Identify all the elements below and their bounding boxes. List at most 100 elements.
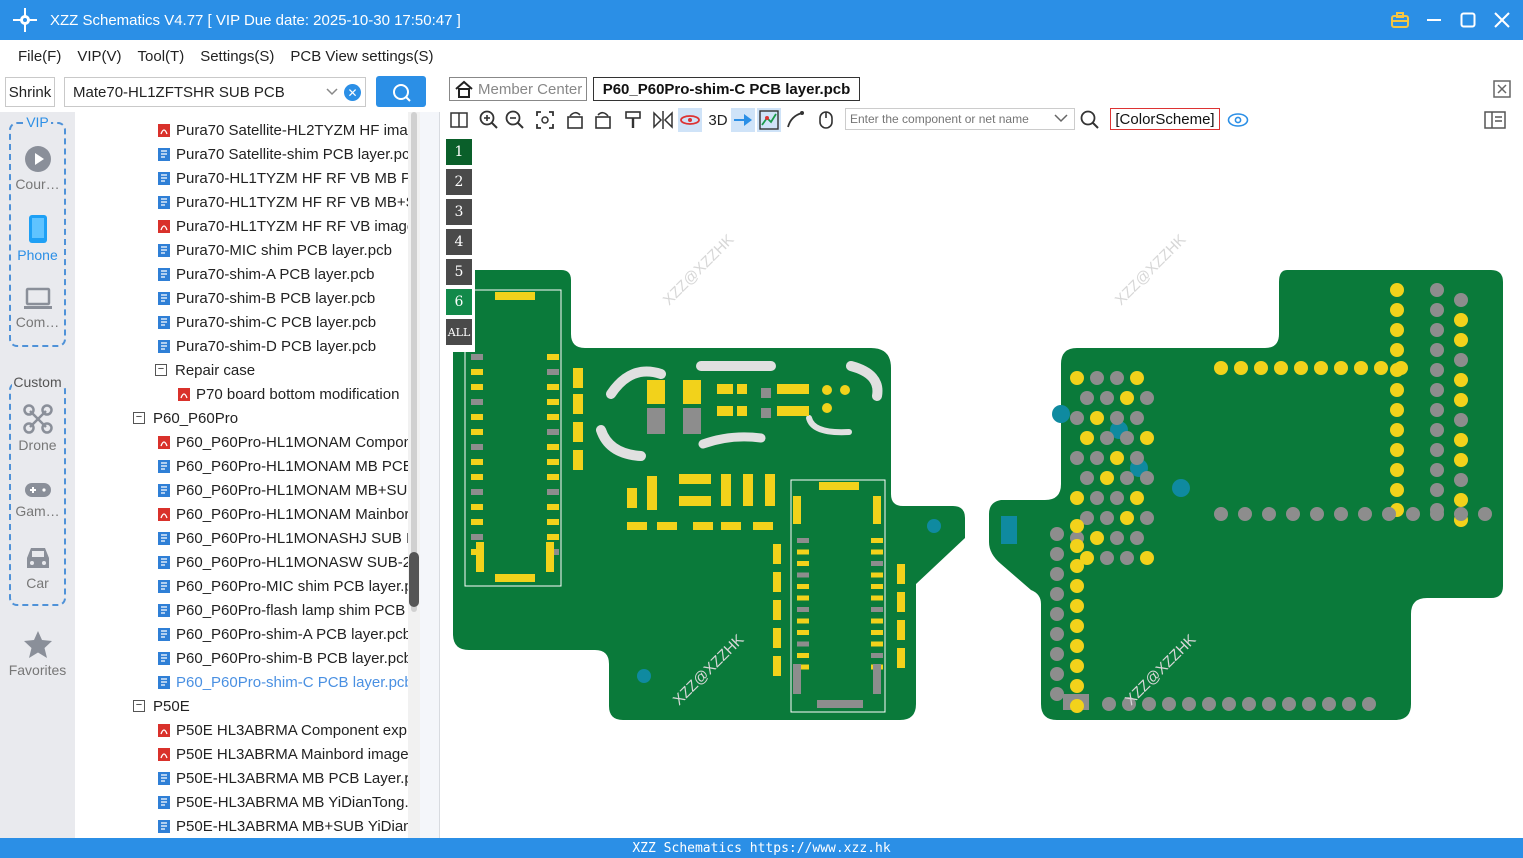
visibility-button[interactable] <box>1226 108 1250 132</box>
tree-file[interactable]: P70 board bottom modification <box>177 382 399 406</box>
net-highlight-button[interactable] <box>678 108 702 132</box>
pcb-drawing[interactable]: XZZ@XZZHK XZZ@XZZHK XZZ@XZZHK XZZ@XZZHK <box>441 134 1523 838</box>
close-button[interactable] <box>1491 9 1513 31</box>
route-view-button[interactable] <box>757 108 781 132</box>
rail-item-phone[interactable]: Phone <box>0 214 75 263</box>
rail-item-games[interactable]: Gam… <box>0 480 75 519</box>
rail-item-courses[interactable]: Cour… <box>0 145 75 192</box>
tree-file[interactable]: P50E-HL3ABRMA MB PCB Layer.pc <box>157 766 408 790</box>
tree-file[interactable]: P50E-HL3ABRMA MB+SUB YiDian' <box>157 814 408 838</box>
scroll-thumb[interactable] <box>409 552 419 607</box>
menu-vip[interactable]: VIP(V) <box>77 47 122 65</box>
tree-file[interactable]: P60_P60Pro-HL1MONASHJ SUB PC <box>157 526 408 550</box>
chevron-down-icon[interactable] <box>1053 111 1069 125</box>
tree-file[interactable]: P60_P60Pro-HL1MONASW SUB-2 I <box>157 550 408 574</box>
shrink-button[interactable]: Shrink <box>5 77 55 107</box>
search-button[interactable] <box>376 76 426 107</box>
tree-file[interactable]: Pura70-HL1TYZM HF RF VB image. <box>157 214 408 238</box>
tree-item-label: P60_P60Pro-HL1MONAM Compon <box>176 433 408 451</box>
minimize-button[interactable] <box>1423 9 1445 31</box>
tree-file[interactable]: Pura70-MIC shim PCB layer.pcb <box>157 238 392 262</box>
zoom-out-button[interactable] <box>503 108 527 132</box>
rail-item-car[interactable]: Car <box>0 544 75 591</box>
collapse-toggle-icon[interactable]: − <box>133 412 145 424</box>
pcb-canvas[interactable]: XZZ@XZZHK XZZ@XZZHK XZZ@XZZHK XZZ@XZZHK … <box>441 134 1523 838</box>
tree-folder[interactable]: −Repair case <box>155 358 255 382</box>
tree-scrollbar[interactable]: ▲ <box>408 112 420 838</box>
tree-folder[interactable]: −P50E <box>133 694 190 718</box>
side-panel-button[interactable] <box>1483 108 1507 132</box>
tree-file[interactable]: P60_P60Pro-HL1MONAM MB PCB <box>157 454 408 478</box>
layer-button-all[interactable]: ALL <box>446 319 472 345</box>
fit-view-button[interactable] <box>533 108 557 132</box>
trace-button[interactable] <box>783 108 807 132</box>
tree-file[interactable]: P50E HL3ABRMA Mainbord image <box>157 742 408 766</box>
tree-file[interactable]: Pura70-HL1TYZM HF RF VB MB PC <box>157 166 408 190</box>
tree-file[interactable]: Pura70-shim-A PCB layer.pcb <box>157 262 374 286</box>
tree-file[interactable]: P50E HL3ABRMA Component expl <box>157 718 408 742</box>
clear-icon[interactable]: ✕ <box>344 84 361 101</box>
tree-file[interactable]: P50E-HL3ABRMA MB YiDianTong. <box>157 790 408 814</box>
model-select[interactable]: Mate70-HL1ZFTSHR SUB PCB ✕ <box>64 77 366 107</box>
chevron-down-icon[interactable] <box>325 84 339 98</box>
tree-file[interactable]: Pura70-shim-B PCB layer.pcb <box>157 286 375 310</box>
tree-file[interactable]: P60_P60Pro-shim-A PCB layer.pcb <box>157 622 408 646</box>
layer-button-3[interactable]: 3 <box>446 199 472 225</box>
scroll-track[interactable] <box>411 112 417 612</box>
layer-button-1[interactable]: 1 <box>446 139 472 165</box>
tree-file[interactable]: Pura70 Satellite-shim PCB layer.pcl <box>157 142 408 166</box>
tree-file[interactable]: P60_P60Pro-HL1MONAM MB+SUE <box>157 478 408 502</box>
tree-folder[interactable]: −P60_P60Pro <box>133 406 238 430</box>
collapse-toggle-icon[interactable]: − <box>133 700 145 712</box>
tab-member-center[interactable]: Member Center <box>449 77 587 101</box>
tree-file[interactable]: P60_P60Pro-shim-C PCB layer.pcb <box>157 670 408 694</box>
paint-brush-button[interactable] <box>621 108 645 132</box>
view-3d-button[interactable]: 3D <box>708 111 728 129</box>
pane-splitter[interactable] <box>420 112 440 838</box>
play-circle-icon <box>24 146 51 172</box>
pin-mode-button[interactable] <box>731 108 755 132</box>
pdf-file-icon <box>178 387 190 401</box>
rail-item-favorites[interactable]: Favorites <box>0 629 75 678</box>
tree-file[interactable]: P60_P60Pro-HL1MONAM Compon <box>157 430 408 454</box>
layer-button-4[interactable]: 4 <box>446 229 472 255</box>
tree-file[interactable]: P60_P60Pro-flash lamp shim PCB l <box>157 598 408 622</box>
component-search-input[interactable] <box>845 108 1075 130</box>
tree-file[interactable]: P60_P60Pro-MIC shim PCB layer.pc <box>157 574 408 598</box>
maximize-button[interactable] <box>1457 9 1479 31</box>
tree-file[interactable]: P60_P60Pro-HL1MONAM Mainbor <box>157 502 408 526</box>
color-scheme-button[interactable]: [ColorScheme] <box>1110 108 1220 130</box>
menu-settings[interactable]: Settings(S) <box>200 47 275 65</box>
layer-button-2[interactable]: 2 <box>446 169 472 195</box>
paint-brush-icon <box>625 111 641 128</box>
mouse-mode-button[interactable] <box>814 108 838 132</box>
tab-active-file[interactable]: P60_P60Pro-shim-C PCB layer.pcb <box>593 77 860 101</box>
tree-file[interactable]: Pura70-shim-C PCB layer.pcb <box>157 310 376 334</box>
zoom-in-button[interactable] <box>477 108 501 132</box>
close-pane-icon[interactable] <box>1493 80 1511 98</box>
vip-briefcase-icon[interactable] <box>1389 9 1411 31</box>
collapse-toggle-icon[interactable]: − <box>155 364 167 376</box>
menu-pcb-view-settings[interactable]: PCB View settings(S) <box>290 47 434 65</box>
layer-button-5[interactable]: 5 <box>446 259 472 285</box>
mirror-button[interactable] <box>651 108 675 132</box>
tree-file[interactable]: Pura70 Satellite-HL2TYZM HF imag <box>157 118 408 142</box>
layer-button-6[interactable]: 6 <box>446 289 472 315</box>
menu-tool[interactable]: Tool(T) <box>137 47 185 65</box>
tree-file[interactable]: Pura70-HL1TYZM HF RF VB MB+SU <box>157 190 408 214</box>
rail-item-drone[interactable]: Drone <box>0 404 75 453</box>
split-view-button[interactable] <box>447 108 471 132</box>
rail-item-computer[interactable]: Com… <box>0 287 75 330</box>
pcb-file-icon <box>158 459 170 473</box>
pcb-file-icon <box>158 339 170 353</box>
trace-icon <box>787 111 804 128</box>
rotate-right-button[interactable] <box>591 108 615 132</box>
rail-label-games: Gam… <box>15 503 60 519</box>
rotate-left-button[interactable] <box>563 108 587 132</box>
tree-file[interactable]: P60_P60Pro-shim-B PCB layer.pcb <box>157 646 408 670</box>
menu-file[interactable]: File(F) <box>18 47 62 65</box>
component-search-button[interactable] <box>1078 108 1102 132</box>
vip-group-label: VIP <box>24 114 51 130</box>
tree-file[interactable]: Pura70-shim-D PCB layer.pcb <box>157 334 376 358</box>
